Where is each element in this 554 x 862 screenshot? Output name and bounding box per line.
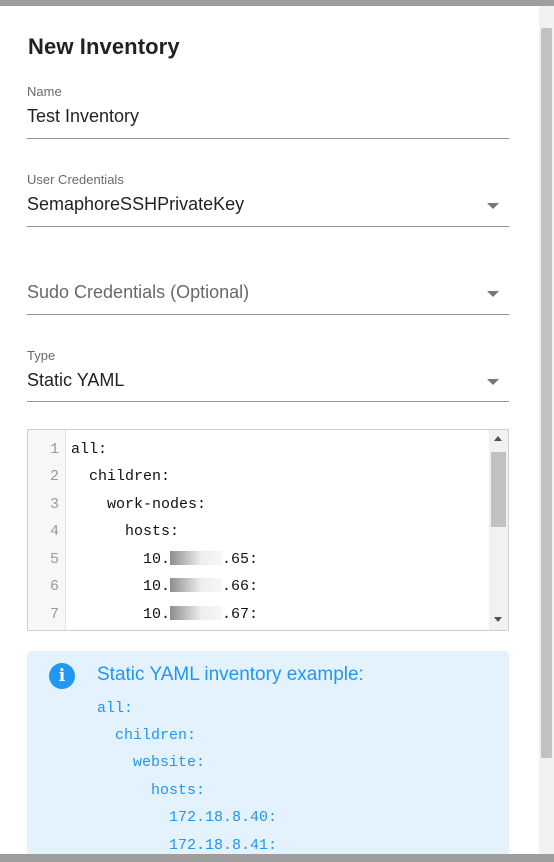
code-line[interactable]: children: — [71, 468, 171, 485]
new-inventory-dialog: New Inventory Name Test Inventory User C… — [0, 6, 539, 854]
scroll-up-arrow-icon[interactable] — [494, 436, 502, 441]
line-number: 1 — [49, 441, 59, 458]
line-number: 4 — [49, 523, 59, 540]
line-number: 6 — [49, 578, 59, 595]
chevron-down-icon[interactable] — [487, 379, 499, 385]
redacted-ip-segment — [170, 578, 223, 592]
inventory-code-editor[interactable]: 1 2 3 4 5 6 7 all: children: work-nodes:… — [27, 429, 509, 631]
line-number: 5 — [49, 551, 59, 568]
code-line[interactable]: hosts: — [71, 523, 180, 540]
code-line[interactable]: 10. .66: — [71, 578, 258, 595]
type-value[interactable]: Static YAML — [27, 370, 125, 390]
chevron-down-icon[interactable] — [487, 203, 499, 209]
code-line[interactable]: 10. .65: — [71, 551, 258, 568]
line-number-gutter: 1 2 3 4 5 6 7 — [28, 430, 66, 630]
line-number: 7 — [49, 606, 59, 623]
dialog-scrollbar[interactable] — [539, 6, 554, 854]
code-line[interactable]: 10. .67: — [71, 606, 258, 623]
host-suffix: .66: — [222, 578, 259, 595]
dialog-scroll-thumb[interactable] — [541, 28, 552, 758]
host-suffix: .67: — [222, 606, 259, 623]
example-line: website: — [97, 754, 206, 771]
yaml-example-alert: i Static YAML inventory example: all: ch… — [27, 651, 509, 854]
sudo-credentials-placeholder[interactable]: Sudo Credentials (Optional) — [27, 282, 250, 302]
info-icon: i — [49, 663, 75, 689]
editor-scrollbar[interactable] — [489, 430, 508, 630]
sudo-credentials-select[interactable]: Sudo Credentials (Optional) — [27, 258, 509, 315]
type-select[interactable]: Type Static YAML — [27, 345, 509, 402]
user-credentials-value[interactable]: SemaphoreSSHPrivateKey — [27, 194, 245, 214]
host-suffix: .65: — [222, 551, 259, 568]
backdrop-top — [0, 0, 554, 6]
scroll-down-arrow-icon[interactable] — [494, 617, 502, 622]
example-line: hosts: — [97, 782, 206, 799]
example-line: 172.18.8.41: — [97, 837, 278, 854]
redacted-ip-segment — [170, 551, 223, 565]
host-prefix: 10. — [71, 578, 171, 595]
name-label: Name — [27, 84, 62, 99]
code-line[interactable]: all: — [71, 441, 108, 458]
alert-title: Static YAML inventory example: — [97, 664, 364, 685]
example-line: 172.18.8.40: — [97, 809, 278, 826]
line-number: 3 — [49, 496, 59, 513]
line-number: 2 — [49, 468, 59, 485]
name-input-value[interactable]: Test Inventory — [27, 106, 140, 126]
code-line[interactable]: work-nodes: — [71, 496, 207, 513]
user-credentials-label: User Credentials — [27, 172, 124, 187]
example-line: all: — [97, 700, 134, 717]
editor-scroll-thumb[interactable] — [491, 452, 506, 527]
dialog-title: New Inventory — [28, 34, 180, 59]
name-field[interactable]: Name Test Inventory — [27, 82, 509, 139]
chevron-down-icon[interactable] — [487, 291, 499, 297]
type-label: Type — [27, 348, 56, 363]
host-prefix: 10. — [71, 551, 171, 568]
host-prefix: 10. — [71, 606, 171, 623]
backdrop-bottom — [0, 854, 554, 862]
redacted-ip-segment — [170, 606, 223, 620]
user-credentials-select[interactable]: User Credentials SemaphoreSSHPrivateKey — [27, 170, 509, 227]
example-line: children: — [97, 727, 197, 744]
